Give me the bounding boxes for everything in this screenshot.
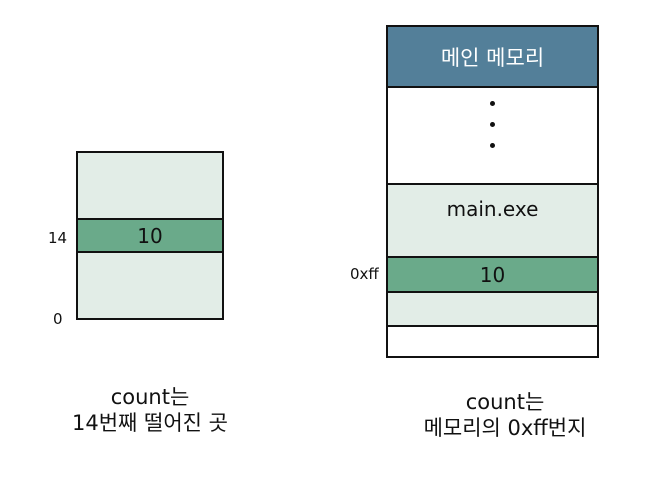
main-memory-title: 메인 메모리 (440, 45, 545, 70)
address-0xff-label: 0xff (350, 265, 379, 283)
right-caption-line1: count는 (465, 390, 545, 414)
left-offset-14-label: 14 (48, 229, 68, 247)
right-value-text: 10 (479, 262, 506, 287)
right-value-cell: 10 (386, 256, 599, 293)
program-label: main.exe (446, 197, 539, 221)
program-region (386, 183, 599, 327)
left-caption-line2: 14번째 떨어진 곳 (72, 411, 228, 435)
left-offset-0-label: 0 (53, 310, 63, 328)
left-caption-line1: count는 (110, 385, 190, 409)
left-value-cell: 10 (76, 218, 224, 253)
main-memory-header: 메인 메모리 (386, 25, 599, 88)
right-caption-line2: 메모리의 0xff번지 (423, 416, 587, 440)
left-caption: count는 14번째 떨어진 곳 (40, 384, 260, 436)
left-value-text: 10 (137, 223, 163, 248)
right-caption: count는 메모리의 0xff번지 (395, 389, 615, 441)
